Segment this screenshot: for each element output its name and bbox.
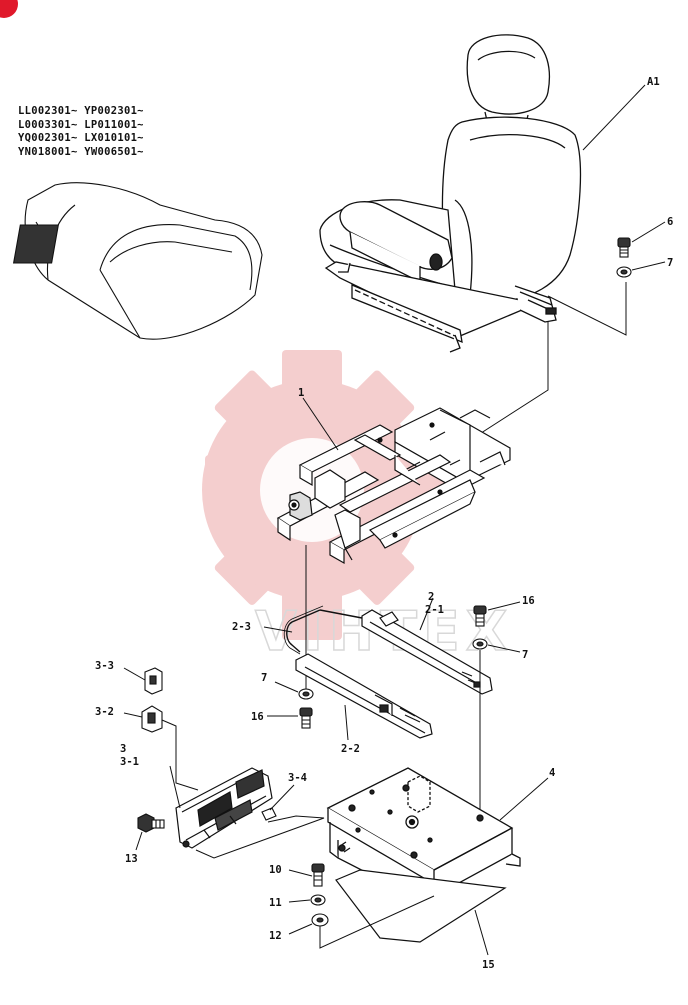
slide-rail-2-1	[361, 609, 493, 695]
washer-7-left	[298, 688, 314, 700]
callout-1: 1	[298, 387, 304, 399]
callout-7-left: 7	[261, 672, 267, 684]
callout-6: 6	[667, 216, 673, 228]
callout-2-1: 2-1	[425, 604, 444, 616]
serial-range-line-4: YN018001~ YW006501~	[18, 146, 144, 158]
callout-3-2: 3-2	[95, 706, 114, 718]
callout-2-2: 2-2	[341, 743, 360, 755]
bolt-10	[311, 863, 325, 887]
corner-badge-icon	[0, 0, 18, 18]
clip-3-3	[144, 667, 163, 695]
callout-15: 15	[482, 959, 495, 971]
bolt-16-right	[473, 605, 487, 627]
serial-range-block: LL002301~ YP002301~ L0003301~ LP011001~ …	[18, 105, 144, 158]
operator-seat-assembly	[319, 34, 582, 353]
washer-12	[311, 913, 329, 927]
callout-11: 11	[269, 897, 282, 909]
serial-range-line-3: YQ002301~ LX010101~	[18, 132, 144, 144]
serial-range-line-2: L0003301~ LP011001~	[18, 119, 144, 131]
callout-3-3: 3-3	[95, 660, 114, 672]
callout-3-1: 3-1	[120, 756, 139, 768]
mat-15	[335, 869, 507, 943]
frame-1	[276, 407, 511, 565]
serial-range-line-1: LL002301~ YP002301~	[18, 105, 144, 117]
bolt-13	[137, 813, 165, 833]
tab-3-4	[261, 807, 277, 821]
machine-location-sketch	[12, 182, 263, 340]
callout-7-upper: 7	[667, 257, 673, 269]
callout-2-3: 2-3	[232, 621, 251, 633]
callout-2: 2	[428, 591, 434, 603]
callout-A1: A1	[647, 76, 660, 88]
callout-4: 4	[549, 767, 555, 779]
washer-11	[310, 894, 326, 906]
clip-3-2	[141, 705, 163, 733]
washer-7-right	[472, 638, 488, 650]
rod-2-3	[283, 605, 363, 655]
bolt-16-left	[299, 707, 313, 729]
callout-16-left: 16	[251, 711, 264, 723]
washer-7-upper	[616, 266, 632, 278]
callout-3: 3	[120, 743, 126, 755]
slide-rail-2-2	[295, 653, 433, 739]
callout-7-right: 7	[522, 649, 528, 661]
plate-3-1	[175, 767, 273, 849]
callout-16-right: 16	[522, 595, 535, 607]
bolt-6	[617, 237, 631, 258]
callout-12: 12	[269, 930, 282, 942]
callout-10: 10	[269, 864, 282, 876]
callout-3-4: 3-4	[288, 772, 307, 784]
callout-13: 13	[125, 853, 138, 865]
